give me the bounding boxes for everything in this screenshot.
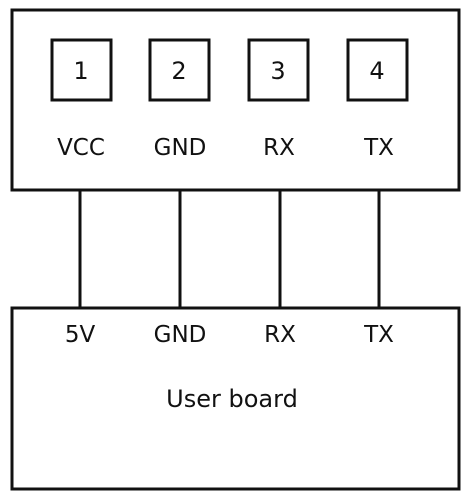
pin-2-box	[148, 38, 211, 102]
user-board-title: User board	[166, 385, 298, 413]
pin-3-number: 3	[270, 57, 285, 85]
module-pin-4-label: TX	[363, 135, 394, 161]
pin-1-number: 1	[73, 57, 88, 85]
user-board-box	[10, 306, 461, 491]
user-board-pin-3-label: RX	[264, 322, 296, 348]
module-pin-1-label: VCC	[57, 135, 105, 161]
pin-2-number: 2	[171, 57, 186, 85]
pin-1-box	[50, 38, 113, 102]
pin-4-box	[346, 38, 409, 102]
module-pin-2-label: GND	[154, 135, 207, 161]
module-pin-3-label: RX	[263, 135, 295, 161]
pin-4-number: 4	[369, 57, 384, 85]
user-board-pin-2-label: GND	[154, 322, 207, 348]
user-board-pin-1-label: 5V	[65, 322, 96, 348]
pin-3-box	[247, 38, 310, 102]
user-board-pin-4-label: TX	[363, 322, 394, 348]
module-box	[10, 8, 461, 192]
